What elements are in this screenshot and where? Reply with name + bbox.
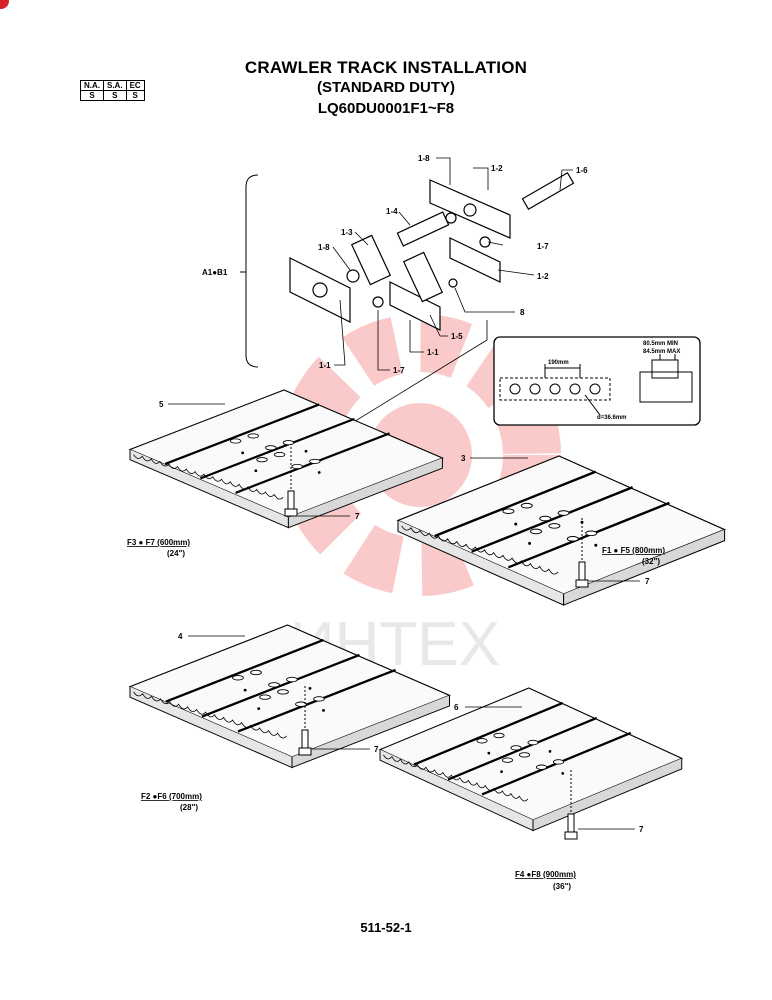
label-1-6: 1-6 (576, 166, 588, 175)
track-chain-assembly (289, 171, 575, 331)
shoe-inch-36: (36") (553, 882, 571, 891)
region-value-ec: S (125, 90, 145, 101)
shoe-part-6: 6 (454, 703, 459, 712)
label-1-2-right: 1-2 (537, 272, 549, 281)
part-code: LQ60DU0001F1~F8 (317, 100, 455, 117)
label-1-7-bottom: 1-7 (393, 366, 405, 375)
chain-callout-labels: 1-8 1-2 1-6 1-4 1-3 1-8 1-7 1-2 8 1-5 1-… (318, 154, 588, 375)
label-1-1-right: 1-1 (427, 348, 439, 357)
label-8: 8 (520, 308, 525, 317)
label-1-2-top: 1-2 (491, 164, 503, 173)
dim-max: 84.5mm MAX (643, 349, 680, 355)
label-1-8-top: 1-8 (418, 154, 430, 163)
bolt-part-7-d: 7 (639, 825, 644, 834)
shoe-inch-24: (24") (167, 549, 185, 558)
region-table: N.A. S.A. EC S S S (80, 80, 145, 101)
shoe-part-5: 5 (159, 400, 164, 409)
label-1-3: 1-3 (341, 228, 353, 237)
track-shoe-600mm: 5 7 F3 ● F7 (600mm) (24") (127, 388, 444, 558)
shoe-caption-600: F3 ● F7 (600mm) (127, 538, 190, 547)
shoe-part-3: 3 (461, 454, 466, 463)
region-value-na: S (80, 90, 104, 101)
shoe-part-4: 4 (178, 632, 183, 641)
track-shoe-800mm: 3 7 F1 ● F5 (800mm) (32") (396, 454, 726, 607)
dim-min: 80.5mm MIN (643, 341, 678, 347)
page-subtitle: (STANDARD DUTY) (316, 79, 456, 96)
assembly-group-label: A1●B1 (202, 268, 228, 277)
track-shoe-700mm: 4 7 F2 ●F6 (700mm) (28") (128, 623, 451, 812)
track-shoe-900mm: 6 7 F4 ●F8 (900mm) (36") (378, 686, 683, 891)
label-1-5: 1-5 (451, 332, 463, 341)
detail-inset: 80.5mm MIN 84.5mm MAX 190mm d=36.6mm (493, 336, 701, 426)
shoe-caption-800: F1 ● F5 (800mm) (602, 546, 665, 555)
corner-badge-icon (0, 0, 9, 9)
label-1-1-left: 1-1 (319, 361, 331, 370)
bolt-part-7-a: 7 (355, 512, 360, 521)
label-1-7-right: 1-7 (537, 242, 549, 251)
bolt-part-7-c: 7 (374, 745, 379, 754)
diameter-dim: d=36.6mm (597, 415, 627, 421)
page-number: 511-52-1 (360, 920, 412, 935)
shoe-inch-28: (28") (180, 803, 198, 812)
page-title: CRAWLER TRACK INSTALLATION (244, 58, 528, 77)
shoe-inch-32: (32") (642, 557, 660, 566)
bolt-part-7-b: 7 (645, 577, 650, 586)
shoe-caption-900: F4 ●F8 (900mm) (515, 870, 576, 879)
label-1-8-left: 1-8 (318, 243, 330, 252)
shoe-caption-700: F2 ●F6 (700mm) (141, 792, 202, 801)
label-1-4: 1-4 (386, 207, 398, 216)
pitch-dim: 190mm (548, 360, 569, 366)
